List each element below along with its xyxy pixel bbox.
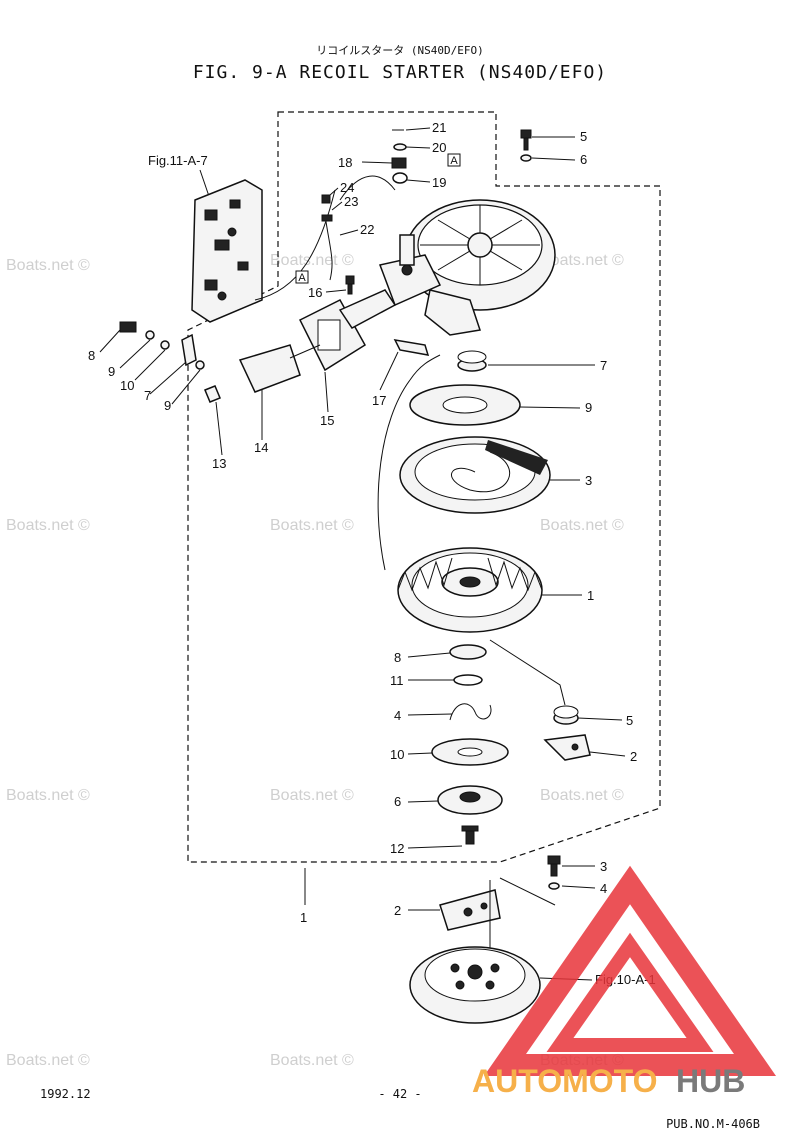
footer-date: 1992.12: [40, 1087, 91, 1101]
callout-9-left-a: 9: [108, 364, 115, 379]
callout-16: 16: [308, 285, 322, 300]
clip: [379, 339, 430, 391]
bottom-leader: [499, 877, 556, 906]
recoil-housing: [404, 199, 556, 336]
rope-guide: [298, 289, 397, 372]
callout-20: 20: [432, 140, 446, 155]
watermark-3: Boats.net ©: [540, 252, 624, 269]
screw: [461, 825, 479, 845]
callout-8-left: 8: [88, 348, 95, 363]
callout-3-bottom: 3: [600, 859, 607, 874]
left-hardware: [119, 321, 205, 370]
callout-labels: 21 20 18 19 5 6 24 23 22 16 8 9 10 7 9 1…: [88, 120, 637, 925]
callout-9-left-b: 9: [164, 398, 171, 413]
watermark-8: Boats.net ©: [270, 787, 354, 804]
callout-2-bottom: 2: [394, 903, 401, 918]
bushing: [449, 644, 487, 660]
callout-5: 5: [626, 713, 633, 728]
callout-2: 2: [630, 749, 637, 764]
callout-14: 14: [254, 440, 268, 455]
collar: [457, 350, 487, 372]
callout-5-top: 5: [580, 129, 587, 144]
callout-18: 18: [338, 155, 352, 170]
subtitle-jp: リコイルスタータ (NS40D/EFO): [316, 44, 483, 57]
callout-19: 19: [432, 175, 446, 190]
logo-text-automoto: AUTOMOTO: [472, 1063, 657, 1099]
callout-23: 23: [344, 194, 358, 209]
callout-6-top: 6: [580, 152, 587, 167]
callout-8: 8: [394, 650, 401, 665]
svg-text:A: A: [298, 272, 306, 284]
ref-fig-11: Fig.11-A-7: [148, 153, 208, 168]
return-spring: [449, 703, 492, 721]
automotohub-logo: AUTOMOTO HUB: [472, 865, 777, 1099]
callout-22: 22: [360, 222, 374, 237]
logo-text-hub: HUB: [676, 1063, 745, 1099]
callout-4: 4: [394, 708, 401, 723]
watermark-9: Boats.net ©: [540, 787, 624, 804]
callout-3: 3: [585, 473, 592, 488]
svg-text:A: A: [450, 155, 458, 167]
callout-leaders: [99, 127, 626, 911]
watermark-2: Boats.net ©: [270, 252, 354, 269]
watermark-10: Boats.net ©: [6, 1052, 90, 1069]
pawl-spring: [553, 705, 579, 725]
starter-handle: [204, 344, 321, 403]
washer-plate: [409, 384, 521, 426]
watermarks: Boats.net © Boats.net © Boats.net © Boat…: [6, 252, 624, 1069]
callout-9: 9: [585, 400, 592, 415]
watermark-1: Boats.net ©: [6, 257, 90, 274]
bottom-screw: [547, 855, 561, 890]
callout-12: 12: [390, 841, 404, 856]
callout-11: 11: [390, 673, 404, 688]
callout-13: 13: [212, 456, 226, 471]
sheave-drum: [397, 547, 543, 633]
o-ring: [453, 674, 483, 686]
spiral-spring: [399, 436, 551, 514]
callout-10-left: 10: [120, 378, 134, 393]
callout-6: 6: [394, 794, 401, 809]
marker-a-left: A: [295, 270, 309, 284]
callout-17: 17: [372, 393, 386, 408]
callout-21: 21: [432, 120, 446, 135]
callout-1-bottom: 1: [300, 910, 307, 925]
flywheel: [409, 946, 541, 1024]
cable-loop: [339, 175, 396, 201]
footer-page: - 42 -: [378, 1087, 421, 1101]
callout-7: 7: [600, 358, 607, 373]
callout-4-bottom: 4: [600, 881, 607, 896]
starter-lock: [378, 234, 442, 307]
callout-10: 10: [390, 747, 404, 762]
bracket-plate: [191, 179, 263, 323]
cable-guide: [254, 189, 336, 301]
callout-1: 1: [587, 588, 594, 603]
watermark-5: Boats.net ©: [270, 517, 354, 534]
starter-cable: [324, 214, 333, 281]
bottom-pawl: [439, 889, 501, 931]
callout-7-left: 7: [144, 388, 151, 403]
friction-plate: [431, 738, 509, 766]
top-hardware: [321, 129, 532, 295]
callout-24: 24: [340, 180, 354, 195]
callout-15: 15: [320, 413, 334, 428]
pawl: [543, 734, 591, 761]
watermark-7: Boats.net ©: [6, 787, 90, 804]
drive-plate: [437, 785, 503, 815]
marker-a-top: A: [447, 153, 461, 167]
watermark-4: Boats.net ©: [6, 517, 90, 534]
watermark-11: Boats.net ©: [270, 1052, 354, 1069]
starter-rope: [377, 354, 441, 571]
watermark-6: Boats.net ©: [540, 517, 624, 534]
pawl-leader: [489, 639, 566, 706]
footer-pub-no: PUB.NO.M-406B: [666, 1117, 760, 1131]
page-title: FIG. 9-A RECOIL STARTER (NS40D/EFO): [193, 62, 607, 83]
